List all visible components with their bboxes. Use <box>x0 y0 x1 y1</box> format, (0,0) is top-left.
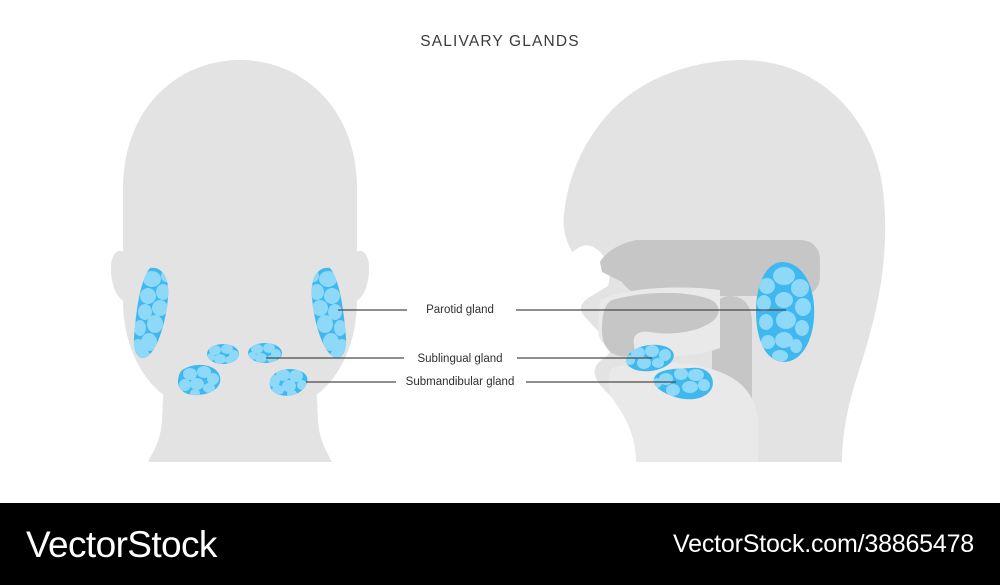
anterior-view-figure <box>110 60 370 462</box>
sublingual-gland-left-front <box>207 344 239 364</box>
sublingual-gland-right-front <box>248 343 282 363</box>
submandibular-gland-left-front <box>177 364 221 396</box>
submandibular-gland-right-front <box>269 369 308 396</box>
label-submandibular-gland: Submandibular gland <box>405 376 515 388</box>
label-parotid-gland: Parotid gland <box>426 304 494 316</box>
ear-left-front <box>110 250 126 302</box>
vectorstock-logo: VectorStock <box>26 523 217 565</box>
parotid-gland-lateral <box>756 261 815 362</box>
page-title: SALIVARY GLANDS <box>420 33 580 50</box>
leader-lines <box>266 309 786 383</box>
head-silhouette-front <box>123 60 357 414</box>
vectorstock-url: VectorStock.com/38865478 <box>673 529 974 558</box>
mandible-shade <box>608 362 758 462</box>
salivary-glands-illustration <box>110 60 886 462</box>
parotid-gland-right-front <box>311 267 347 358</box>
watermark-bar: VectorStock VectorStock.com/38865478 <box>0 503 1000 585</box>
ear-right-front <box>354 250 370 302</box>
tongue <box>602 292 719 357</box>
parotid-gland-left-front <box>133 267 169 358</box>
label-sublingual-gland: Sublingual gland <box>417 353 503 365</box>
lateral-view-figure <box>563 60 886 462</box>
